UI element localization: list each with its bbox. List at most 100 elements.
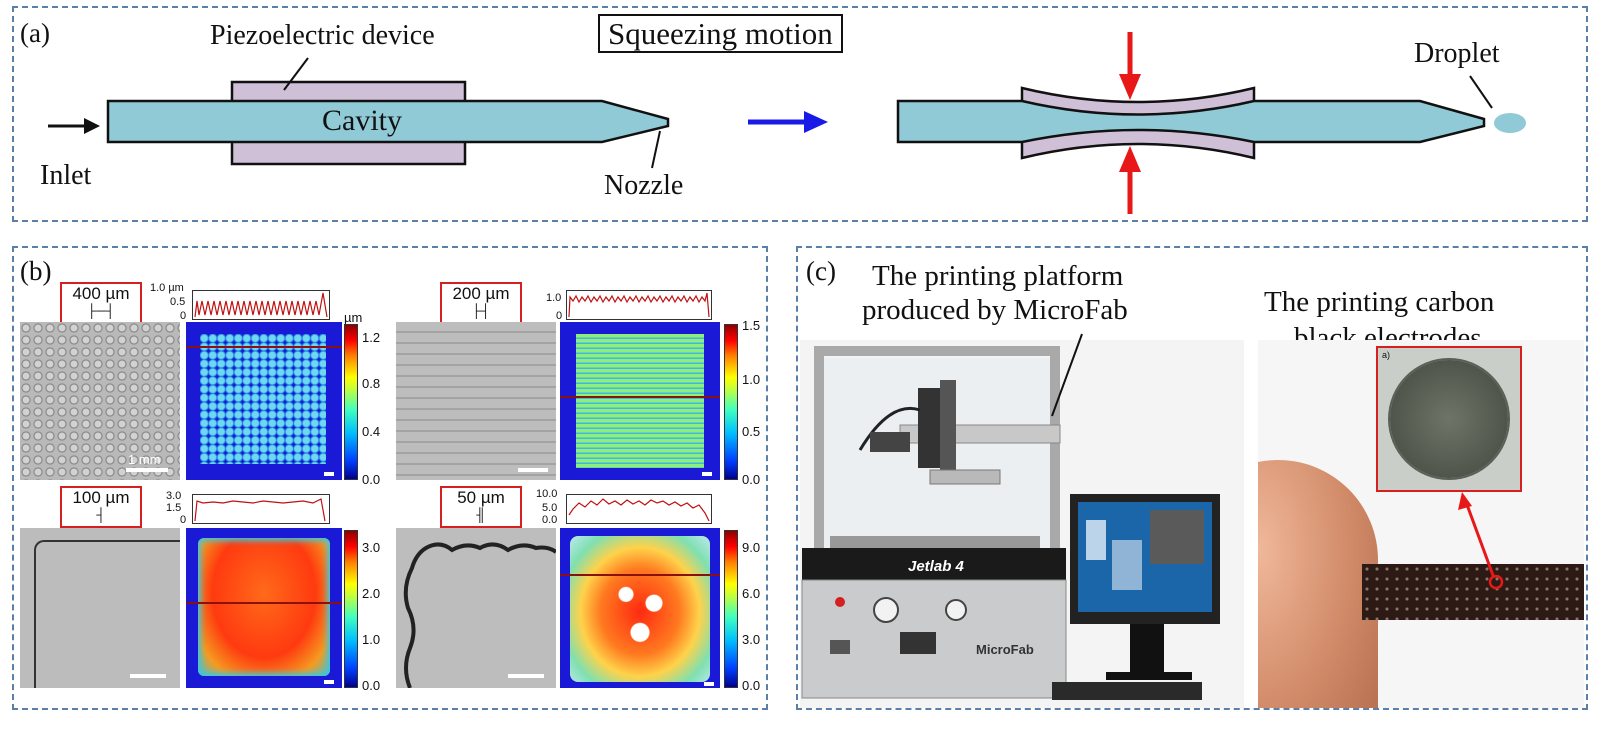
colorbar-tick: 3.0 [742,632,761,647]
cavity-label: Cavity [322,104,402,137]
cavity-right [896,99,1486,144]
size-label-box: 200 µm ├┤ [440,282,522,324]
machine-name: Jetlab 4 [908,558,964,575]
optical-image [20,528,180,688]
profile-trace [568,498,710,522]
colorbar-tick: 6.0 [742,586,761,601]
height-map [186,322,342,480]
colorbar-tick: 0.0 [742,472,761,487]
wavy-edge [403,542,556,688]
colorbar [344,530,358,688]
panel-a-title: Squeezing motion [598,14,843,53]
profile-tick: 0.5 [170,296,186,308]
squeeze-diagram [48,32,1526,214]
optical-image [396,322,556,480]
squeeze-arrow-top-head [1119,74,1141,100]
colorbar-tick: 0.0 [362,678,381,693]
cavity-left [106,99,670,144]
electrode-caption-line1: The printing carbon [1264,286,1495,318]
profile-trace [194,292,328,318]
square-edge [34,540,180,688]
size-label-box: 400 µm ├─┤ [60,282,142,324]
height-profile [192,494,330,524]
nozzle-label: Nozzle [604,170,684,201]
colorbar-tick: 1.5 [742,318,761,333]
platform-leader-line [1051,333,1083,417]
panel-c-label: (c) [806,256,836,286]
colorbar-tick: 0.4 [362,424,381,439]
height-square [570,536,710,682]
optical-image [396,528,556,688]
inlet-label: Inlet [40,160,92,191]
transition-arrow-head [804,111,828,133]
profile-tick: 0 [180,310,187,322]
profile-trace [568,292,710,318]
platform-caption-line1: The printing platform [872,260,1124,292]
brand-logo: MicroFab [976,642,1034,657]
size-label: 200 µm [452,284,510,303]
scale-bar [324,680,334,684]
droplet [1494,113,1526,133]
colorbar-tick: 2.0 [362,586,381,601]
electrode-strip [1362,564,1584,620]
profile-line [560,574,720,576]
scale-bar [518,468,548,472]
colorbar [344,324,358,480]
colorbar-tick: 9.0 [742,540,761,555]
profile-line [186,346,342,348]
profile-tick: 1.0 µm [150,282,184,294]
colorbar-tick: 3.0 [362,540,381,555]
profile-tick: 3.0 [166,490,182,502]
colorbar [724,530,738,688]
droplet-leader-line [1469,75,1493,109]
electrodes-photo: a) [1258,340,1584,708]
panel-b [12,246,768,710]
size-label: 100 µm [72,488,130,507]
scale-bar [324,472,334,476]
panel-a [12,6,1588,222]
scale-bar [130,674,166,678]
droplet-label: Droplet [1414,38,1500,69]
panel-a-label: (a) [20,18,50,48]
size-label: 50 µm [457,488,505,507]
colorbar-tick: 1.0 [742,372,761,387]
size-bar-icon: ├┤ [471,303,491,318]
height-map [560,528,720,688]
scale-bar [704,682,714,686]
height-square [198,538,330,676]
colorbar-tick: 1.0 [362,632,381,647]
profile-line [560,396,720,398]
size-bar-icon: ┤ [96,507,106,522]
colorbar-tick: 1.2 [362,330,381,345]
platform-caption-line2: produced by MicroFab [862,294,1128,326]
profile-tick: 0 [556,310,563,322]
colorbar-tick: 0.0 [742,678,761,693]
scale-label: 1 mm [128,452,161,467]
height-profile [192,290,330,320]
profile-tick: 5.0 [542,502,558,514]
profile-line [186,602,342,604]
colorbar-tick: 0.5 [742,424,761,439]
inset-label: a) [1382,350,1391,360]
colorbar [724,324,738,480]
size-bar-icon: ├─┤ [87,303,115,318]
panel-b-label: (b) [20,256,52,286]
machine-drawing [801,346,1220,700]
profile-trace [194,498,326,522]
inlet-arrow-head [84,118,100,134]
printing-platform-photo: Jetlab 4 MicroFab [800,340,1244,708]
squeeze-arrow-bottom-head [1119,146,1141,172]
scale-bar [508,674,544,678]
profile-tick: 1.5 [166,502,182,514]
piezo-label: Piezoelectric device [210,20,435,51]
profile-tick: 10.0 [536,488,558,500]
colorbar-tick: 0.8 [362,376,381,391]
panel-c [796,246,1588,710]
line-array [576,334,704,468]
profile-tick: 0.0 [542,514,558,526]
inset-pointer-arrow [1458,492,1504,590]
size-label: 400 µm [72,284,130,303]
scale-bar [126,468,168,472]
size-label-box: 50 µm ╢ [440,486,522,528]
piezo-leader-line [283,57,309,91]
